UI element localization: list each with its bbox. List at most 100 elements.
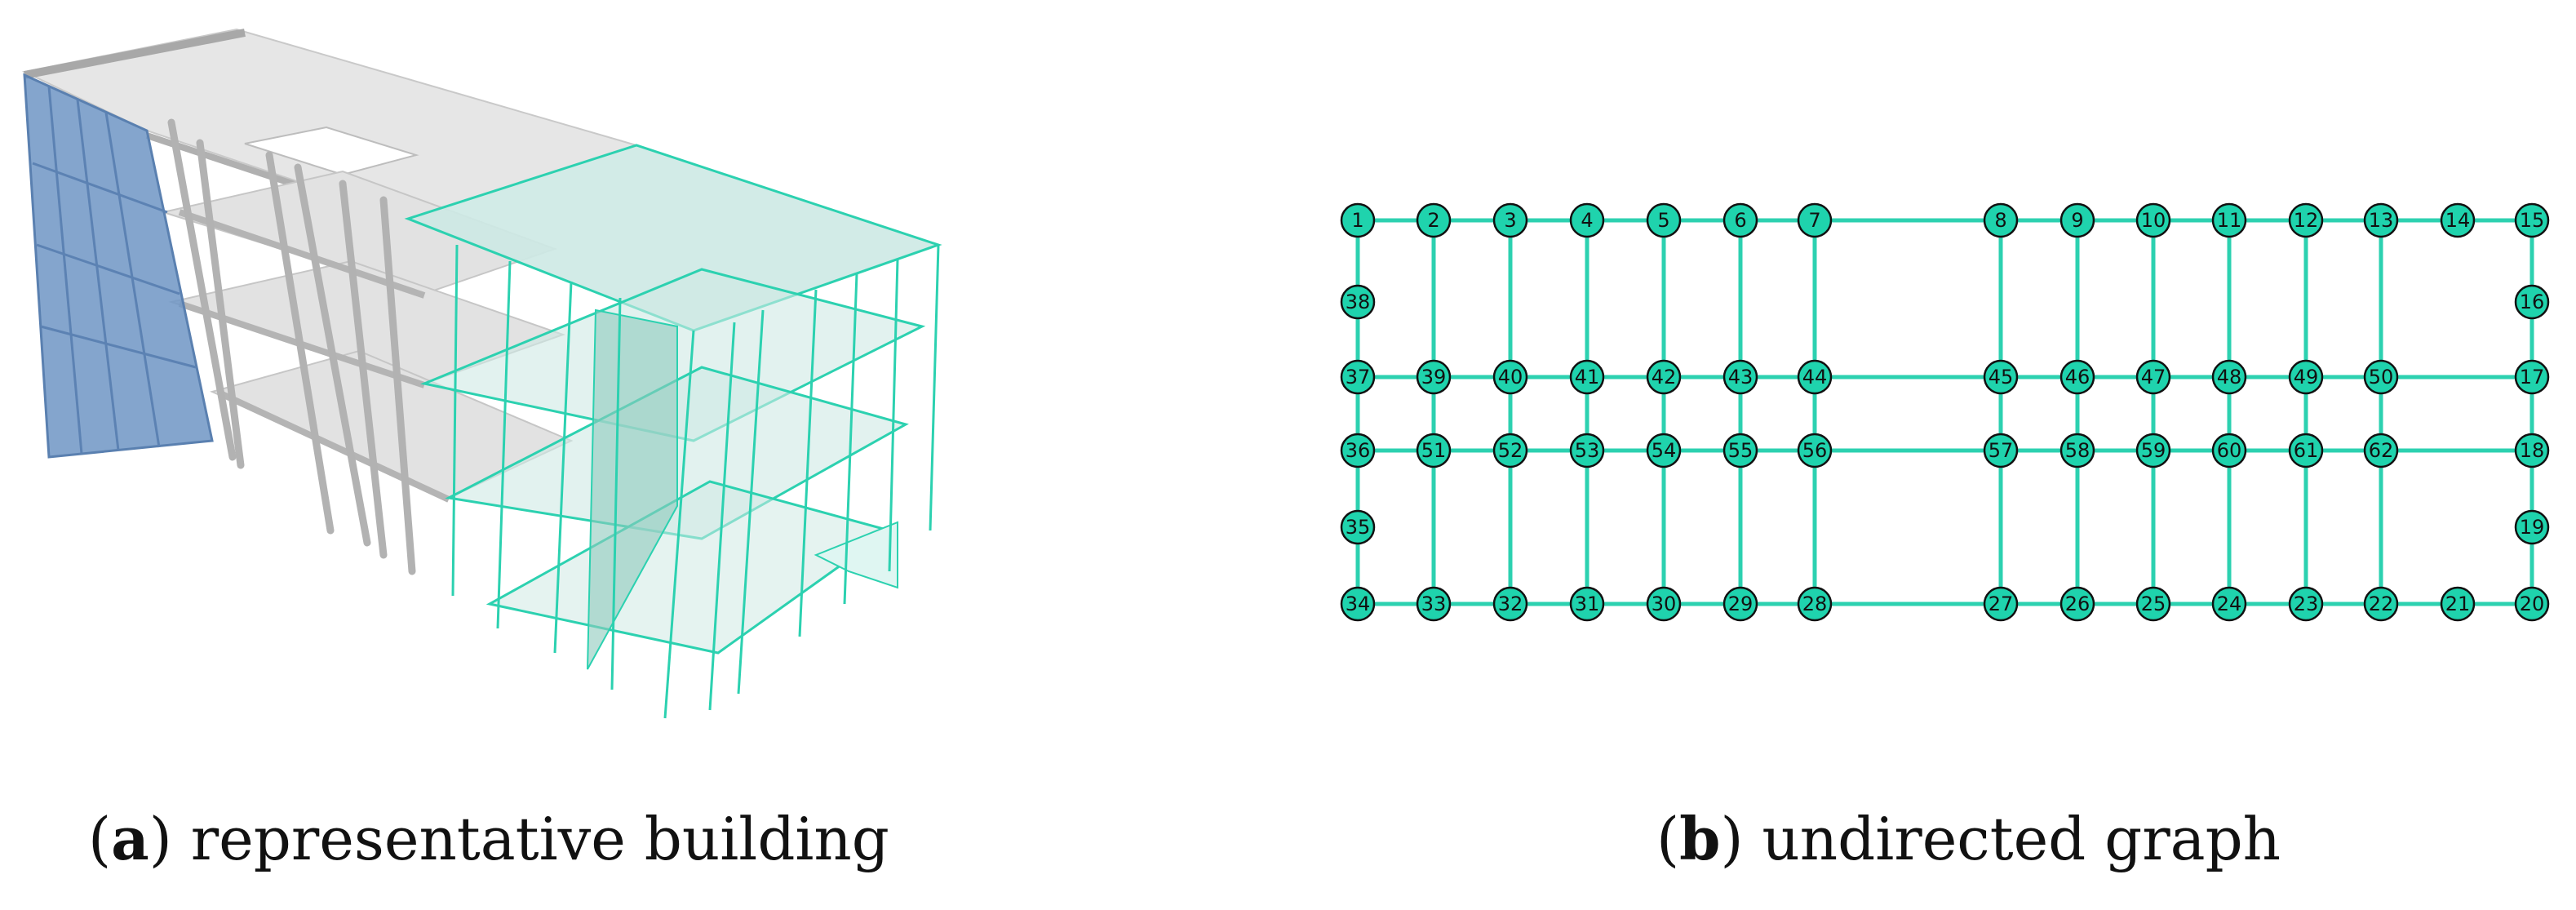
graph-node: 27 [1983,586,2019,622]
graph-node-circle [2514,359,2550,395]
teal-columns [451,244,940,719]
graph-node-label: 31 [1575,593,1600,615]
graph-node: 22 [2363,586,2399,622]
graph-node-label: 52 [1498,439,1523,462]
graph-node-circle [1340,202,1376,238]
graph-node-label: 62 [2369,439,2394,462]
graph-node: 28 [1797,586,1833,622]
graph-node: 39 [1416,359,1452,395]
graph-node-circle [2514,586,2550,622]
graph-node-label: 53 [1575,439,1600,462]
graph-node: 3 [1492,202,1528,238]
graph-node-label: 30 [1652,593,1677,615]
graph-node-circle [2514,509,2550,545]
teal-shear-wall [587,309,678,670]
graph-node: 31 [1569,586,1605,622]
graph-node: 24 [2211,586,2247,622]
graph-node-circle [2288,586,2324,622]
graph-node-circle [2211,359,2247,395]
graph-node-circle [2059,586,2095,622]
graph-node: 12 [2288,202,2324,238]
graph-node-label: 9 [2071,209,2083,232]
graph-node-label: 17 [2520,366,2545,388]
graph-node-label: 58 [2065,439,2091,462]
graph-node-label: 21 [2445,593,2471,615]
teal-bay [814,521,898,589]
graph-node-label: 28 [1802,593,1828,615]
graph-node-circle [1983,586,2019,622]
graph-node: 4 [1569,202,1605,238]
graph-node-label: 60 [2217,439,2242,462]
graph-node-circle [1569,359,1605,395]
graph-node-label: 3 [1504,209,1516,232]
roof-beam [24,29,246,79]
graph-node-label: 20 [2520,593,2545,615]
graph-node: 13 [2363,202,2399,238]
caption-a-letter: a [111,804,149,873]
graph-node-circle [1723,586,1758,622]
graph-node-label: 2 [1427,209,1439,232]
graph-node: 40 [1492,359,1528,395]
graph-node-label: 39 [1421,366,1447,388]
graph-node: 8 [1983,202,2019,238]
graph-node-label: 37 [1346,366,1371,388]
floor-beam [178,209,426,299]
graph-node-label: 23 [2294,593,2319,615]
graph-node-label: 42 [1652,366,1677,388]
graph-node: 54 [1646,433,1682,468]
graph-node: 60 [2211,433,2247,468]
graph-node: 2 [1416,202,1452,238]
graph-node-label: 6 [1734,209,1746,232]
graph-node: 42 [1646,359,1682,395]
graph-node-circle [1723,202,1758,238]
graph-node-label: 16 [2520,291,2545,313]
graph-node-label: 1 [1351,209,1363,232]
graph-node-label: 50 [2369,366,2394,388]
graph-node-circle [1340,433,1376,468]
graph-node-label: 25 [2141,593,2166,615]
graph-node: 61 [2288,433,2324,468]
graph-node-circle [1569,586,1605,622]
roof-opening [244,126,419,176]
graph-node-label: 41 [1575,366,1600,388]
graph-node: 9 [2059,202,2095,238]
graph-node-label: 54 [1652,439,1677,462]
graph-node: 59 [2135,433,2171,468]
graph-node: 7 [1797,202,1833,238]
graph-node: 30 [1646,586,1682,622]
graph-node-label: 18 [2520,439,2545,462]
graph-node-label: 48 [2217,366,2242,388]
graph-node-label: 45 [1989,366,2014,388]
graph-node-circle [2363,586,2399,622]
graph-node-label: 46 [2065,366,2091,388]
graph-node-circle [2135,586,2171,622]
graph-node: 36 [1340,433,1376,468]
graph-node-label: 47 [2141,366,2166,388]
graph-node-label: 14 [2445,209,2471,232]
caption-a: (a) representative building [88,804,889,873]
graph-node-circle [1416,202,1452,238]
graph-node-label: 43 [1728,366,1754,388]
graph-node-circle [2288,359,2324,395]
graph-node-circle [2363,202,2399,238]
graph-node: 38 [1340,284,1376,320]
graph-node-circle [1983,359,2019,395]
graph-node-circle [2440,586,2476,622]
graph-node-circle [2059,433,2095,468]
graph-node: 43 [1723,359,1758,395]
floor-beam [219,390,450,503]
graph-node-label: 49 [2294,366,2319,388]
graph-node-circle [2135,202,2171,238]
graph-node: 48 [2211,359,2247,395]
graph-node-circle [1340,509,1376,545]
graph-node-label: 27 [1989,593,2014,615]
graph-node-circle [2288,202,2324,238]
graph-node-label: 19 [2520,516,2545,539]
graph-node-circle [1723,359,1758,395]
graph-node-label: 22 [2369,593,2394,615]
graph-node-label: 59 [2141,439,2166,462]
graph-node-label: 34 [1346,593,1371,615]
graph-node-circle [1646,586,1682,622]
building-illustration [21,28,942,719]
caption-a-text: representative building [190,805,889,873]
